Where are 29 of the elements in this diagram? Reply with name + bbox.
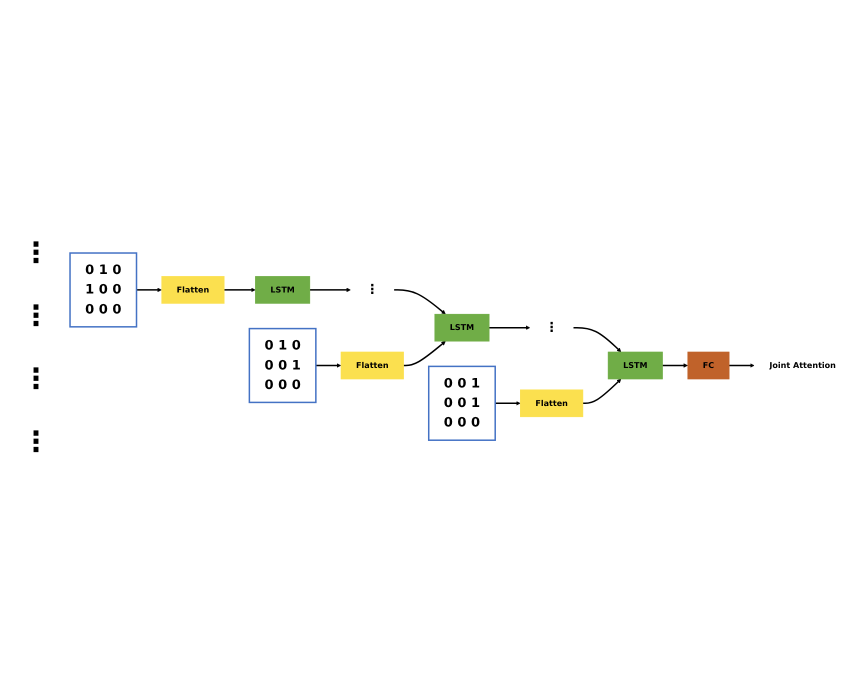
arrow <box>582 379 622 404</box>
arrow <box>316 364 342 368</box>
ellipsis-dots: ⋮ <box>22 236 50 269</box>
node-text: ⋮ <box>545 320 558 336</box>
node-box: 0 1 0 1 0 0 0 0 0 <box>69 252 138 328</box>
node-box: 0 1 0 0 0 1 0 0 0 <box>248 328 317 404</box>
arrow <box>404 341 446 367</box>
arrow <box>662 364 688 368</box>
ellipsis-dots: ⋮ <box>22 425 50 458</box>
arrow <box>573 327 622 353</box>
node-box: LSTM <box>255 276 310 304</box>
arrow <box>495 401 520 406</box>
node-box: FC <box>687 352 730 380</box>
arrow <box>136 288 162 293</box>
node-box: Flatten <box>161 276 225 304</box>
node-text: ⋮ <box>366 282 379 298</box>
node-text: Joint Attention <box>769 360 836 370</box>
arrow <box>394 290 446 315</box>
ellipsis-dots: ⋮ <box>22 299 50 332</box>
ellipsis-dots: ⋮ <box>22 362 50 395</box>
arrow <box>489 326 530 330</box>
arrow <box>310 288 351 293</box>
node-box: Flatten <box>340 352 404 380</box>
node-box: LSTM <box>608 352 663 380</box>
arrow <box>729 364 755 368</box>
node-box: Flatten <box>520 390 584 418</box>
node-box: 0 0 1 0 0 1 0 0 0 <box>428 366 496 442</box>
arrow <box>224 288 256 293</box>
node-box: LSTM <box>434 314 490 342</box>
